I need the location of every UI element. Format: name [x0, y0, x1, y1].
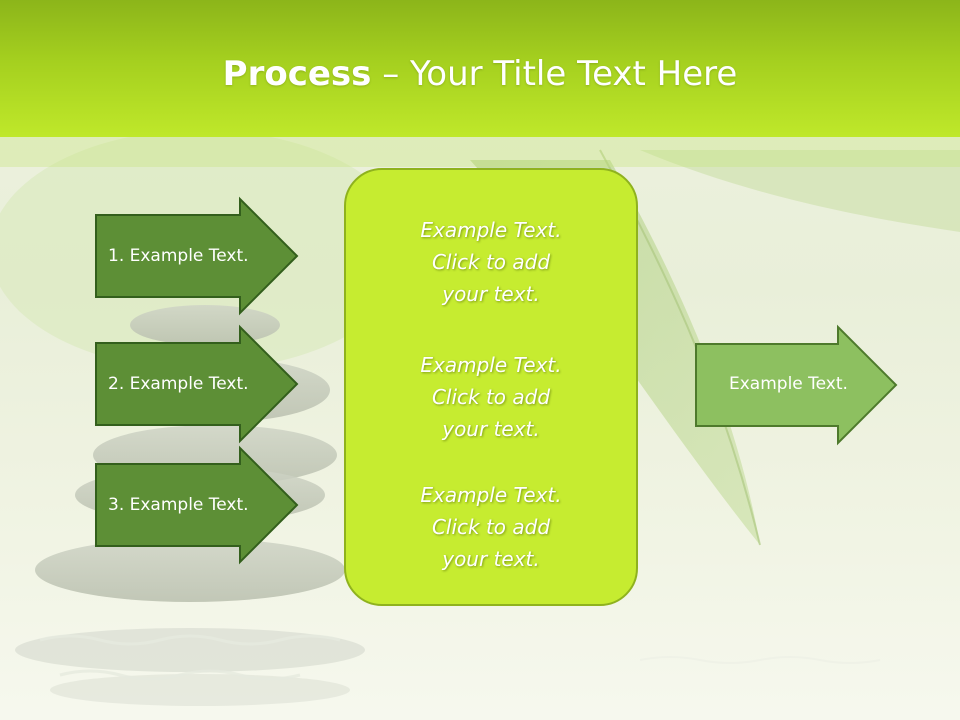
text-line: your text.	[442, 547, 540, 571]
step-label: 2. Example Text.	[108, 374, 249, 394]
text-line: Example Text.	[420, 353, 562, 377]
title-bar	[0, 0, 960, 137]
text-line: Click to add	[431, 250, 551, 274]
arrow-right-icon	[95, 445, 299, 565]
arrow-right-icon	[95, 196, 299, 316]
text-line: your text.	[442, 417, 540, 441]
step-arrow-2[interactable]: 2. Example Text.	[95, 324, 300, 444]
arrow-right-icon	[695, 324, 898, 446]
center-text-box[interactable]: Example Text. Click to add your text. Ex…	[344, 168, 638, 606]
output-label: Example Text.	[729, 374, 848, 394]
center-text-block-1: Example Text. Click to add your text.	[346, 214, 636, 310]
step-label: 3. Example Text.	[108, 495, 249, 515]
text-line: your text.	[442, 282, 540, 306]
title-bold: Process	[222, 54, 372, 94]
slide-title[interactable]: Process – Your Title Text Here	[0, 52, 960, 96]
step-arrow-3[interactable]: 3. Example Text.	[95, 445, 300, 565]
step-arrow-1[interactable]: 1. Example Text.	[95, 196, 300, 316]
output-arrow[interactable]: Example Text.	[695, 324, 900, 446]
text-line: Example Text.	[420, 483, 562, 507]
arrow-right-icon	[95, 324, 299, 444]
text-line: Example Text.	[420, 218, 562, 242]
text-line: Click to add	[431, 515, 551, 539]
step-label: 1. Example Text.	[108, 246, 249, 266]
title-separator: –	[371, 54, 411, 94]
center-text-block-3: Example Text. Click to add your text.	[346, 479, 636, 575]
center-text-block-2: Example Text. Click to add your text.	[346, 349, 636, 445]
title-bar-shadow-band	[0, 137, 960, 167]
text-line: Click to add	[431, 385, 551, 409]
title-rest: Your Title Text Here	[410, 54, 738, 94]
